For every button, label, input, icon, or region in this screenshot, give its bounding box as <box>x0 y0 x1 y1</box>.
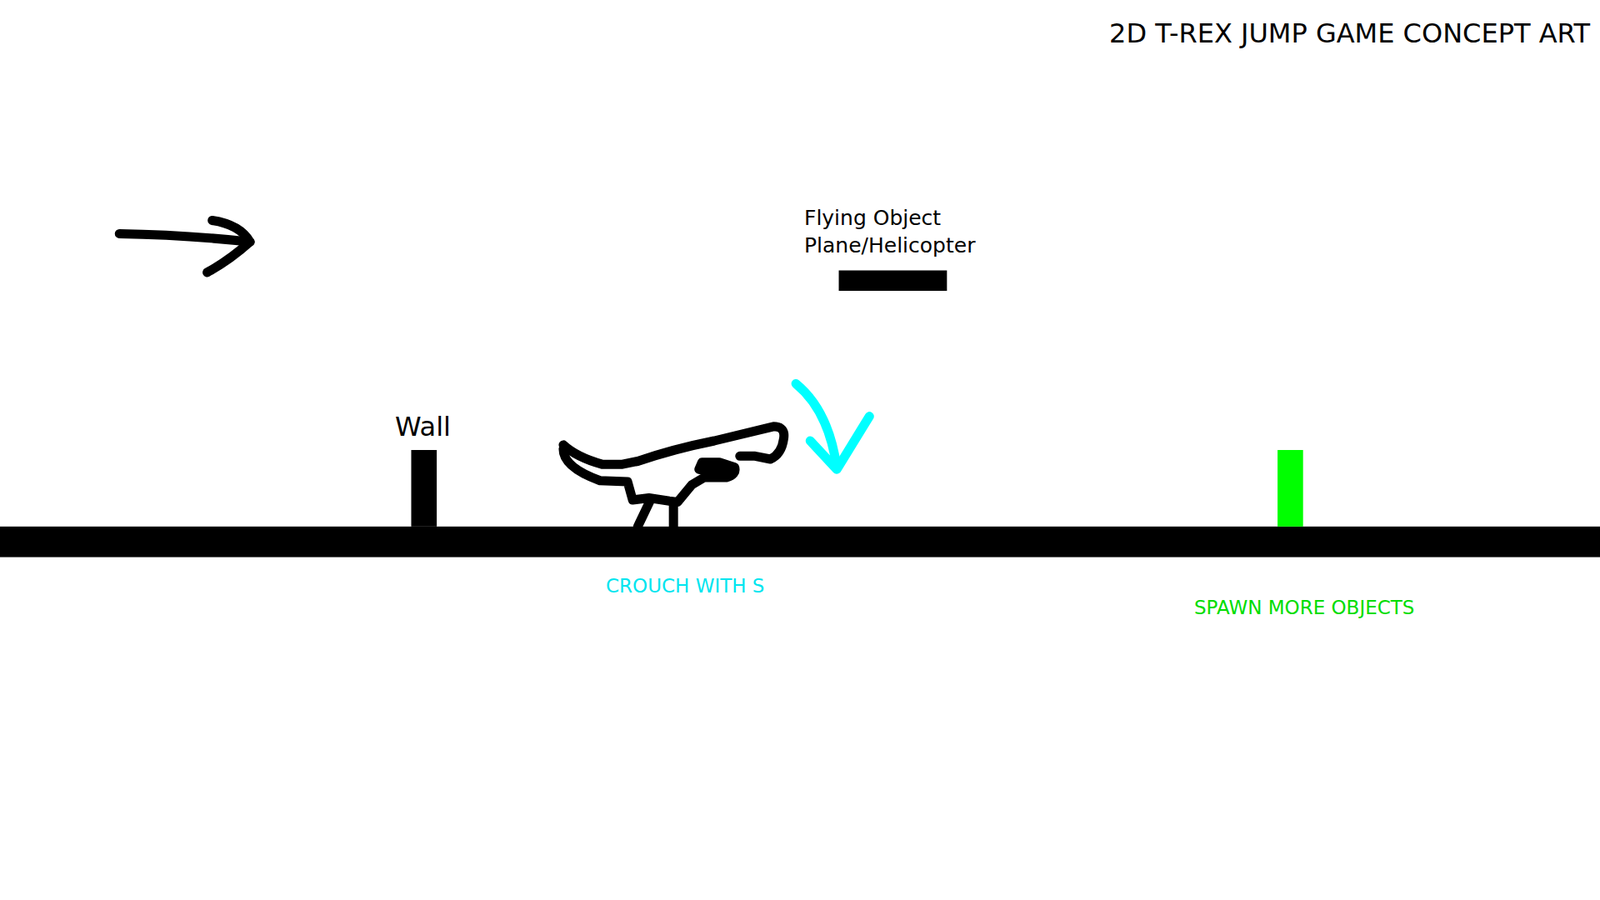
trex-drawing <box>563 426 785 527</box>
flying-object <box>839 270 948 290</box>
spawn-note: SPAWN MORE OBJECTS <box>1194 595 1415 621</box>
crouch-arrow <box>795 383 870 470</box>
spawned-obstacle <box>1277 450 1304 527</box>
direction-arrow <box>119 220 250 272</box>
wall-label: Wall <box>395 410 451 445</box>
ground <box>0 526 1600 558</box>
object-label: Flying Object Plane/Helicopter <box>804 205 1021 260</box>
crouch-note: CROUCH WITH S <box>605 574 765 600</box>
page-title: 2D T-REX JUMP GAME CONCEPT ART <box>1109 16 1590 52</box>
wall-obstacle <box>410 450 437 527</box>
